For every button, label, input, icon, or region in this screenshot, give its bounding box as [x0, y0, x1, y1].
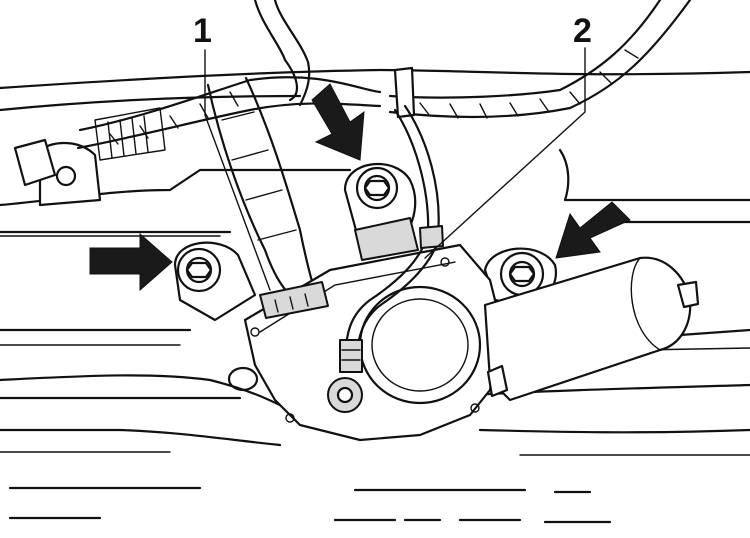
wiper-motor: [243, 243, 700, 442]
callout-2: 2: [573, 12, 592, 50]
callout-1: 1: [193, 12, 212, 50]
left-bracket: [38, 141, 259, 392]
leader-2: [424, 47, 586, 259]
wiring-harness: [13, 0, 692, 297]
arrow-left: [89, 232, 173, 292]
left-mount: [173, 241, 257, 322]
pointer-arrows: [89, 83, 631, 292]
callout-leaders: [204, 47, 586, 291]
washer-hose: [339, 104, 444, 373]
top-mount: [343, 162, 419, 261]
arrow-right: [555, 201, 631, 259]
leader-1: [204, 49, 271, 291]
arrow-top: [311, 83, 365, 161]
